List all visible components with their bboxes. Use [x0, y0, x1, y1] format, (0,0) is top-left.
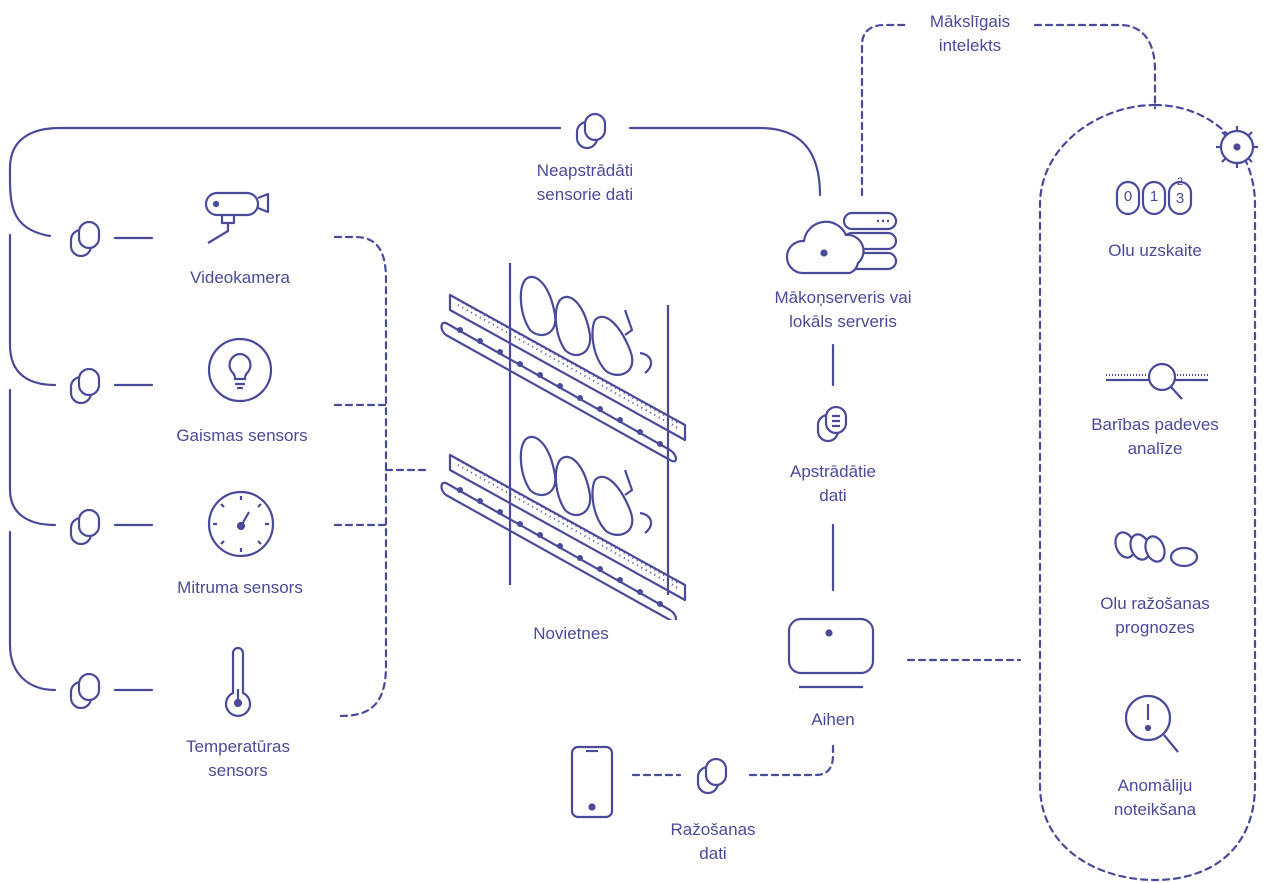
target-icon [1216, 126, 1258, 168]
counter-digit-2: 2 [1176, 176, 1184, 188]
gauge-icon [207, 490, 275, 558]
hen-racks-icon [440, 263, 687, 620]
smartphone-icon [570, 745, 614, 819]
eggs-icon [1114, 531, 1199, 568]
counter-digit-1: 1 [1149, 188, 1159, 205]
cloud-server-icon [785, 211, 898, 275]
data-tag-icon [69, 508, 101, 546]
monitor-icon [787, 617, 875, 689]
olu-uzskaite-label: Olu uzskaite [1108, 241, 1202, 260]
light-bulb-icon [207, 337, 273, 403]
egg-counter-icon: 0 1 2 3 [1113, 176, 1197, 220]
video-camera-icon [204, 191, 270, 244]
aihen-label: Aihen [811, 710, 855, 729]
data-tag-icon [69, 672, 101, 710]
gaismas-sensors-label: Gaismas sensors [176, 426, 308, 445]
anomaly-magnifier-icon [1124, 694, 1179, 753]
thermometer-icon [224, 646, 252, 717]
processed-data-icon [816, 405, 848, 443]
magnifier-feed-icon [1106, 362, 1208, 400]
data-tag-icon [69, 367, 101, 405]
data-tag-icon [69, 220, 101, 258]
novietnes-label: Novietnes [533, 624, 609, 643]
videokamera-label: Videokamera [190, 268, 290, 287]
data-tag-icon [696, 757, 728, 795]
counter-digit-0: 0 [1123, 188, 1133, 205]
counter-digit-3: 3 [1175, 190, 1185, 207]
mitruma-sensors-label: Mitruma sensors [177, 578, 303, 597]
data-tag-icon [575, 112, 607, 150]
